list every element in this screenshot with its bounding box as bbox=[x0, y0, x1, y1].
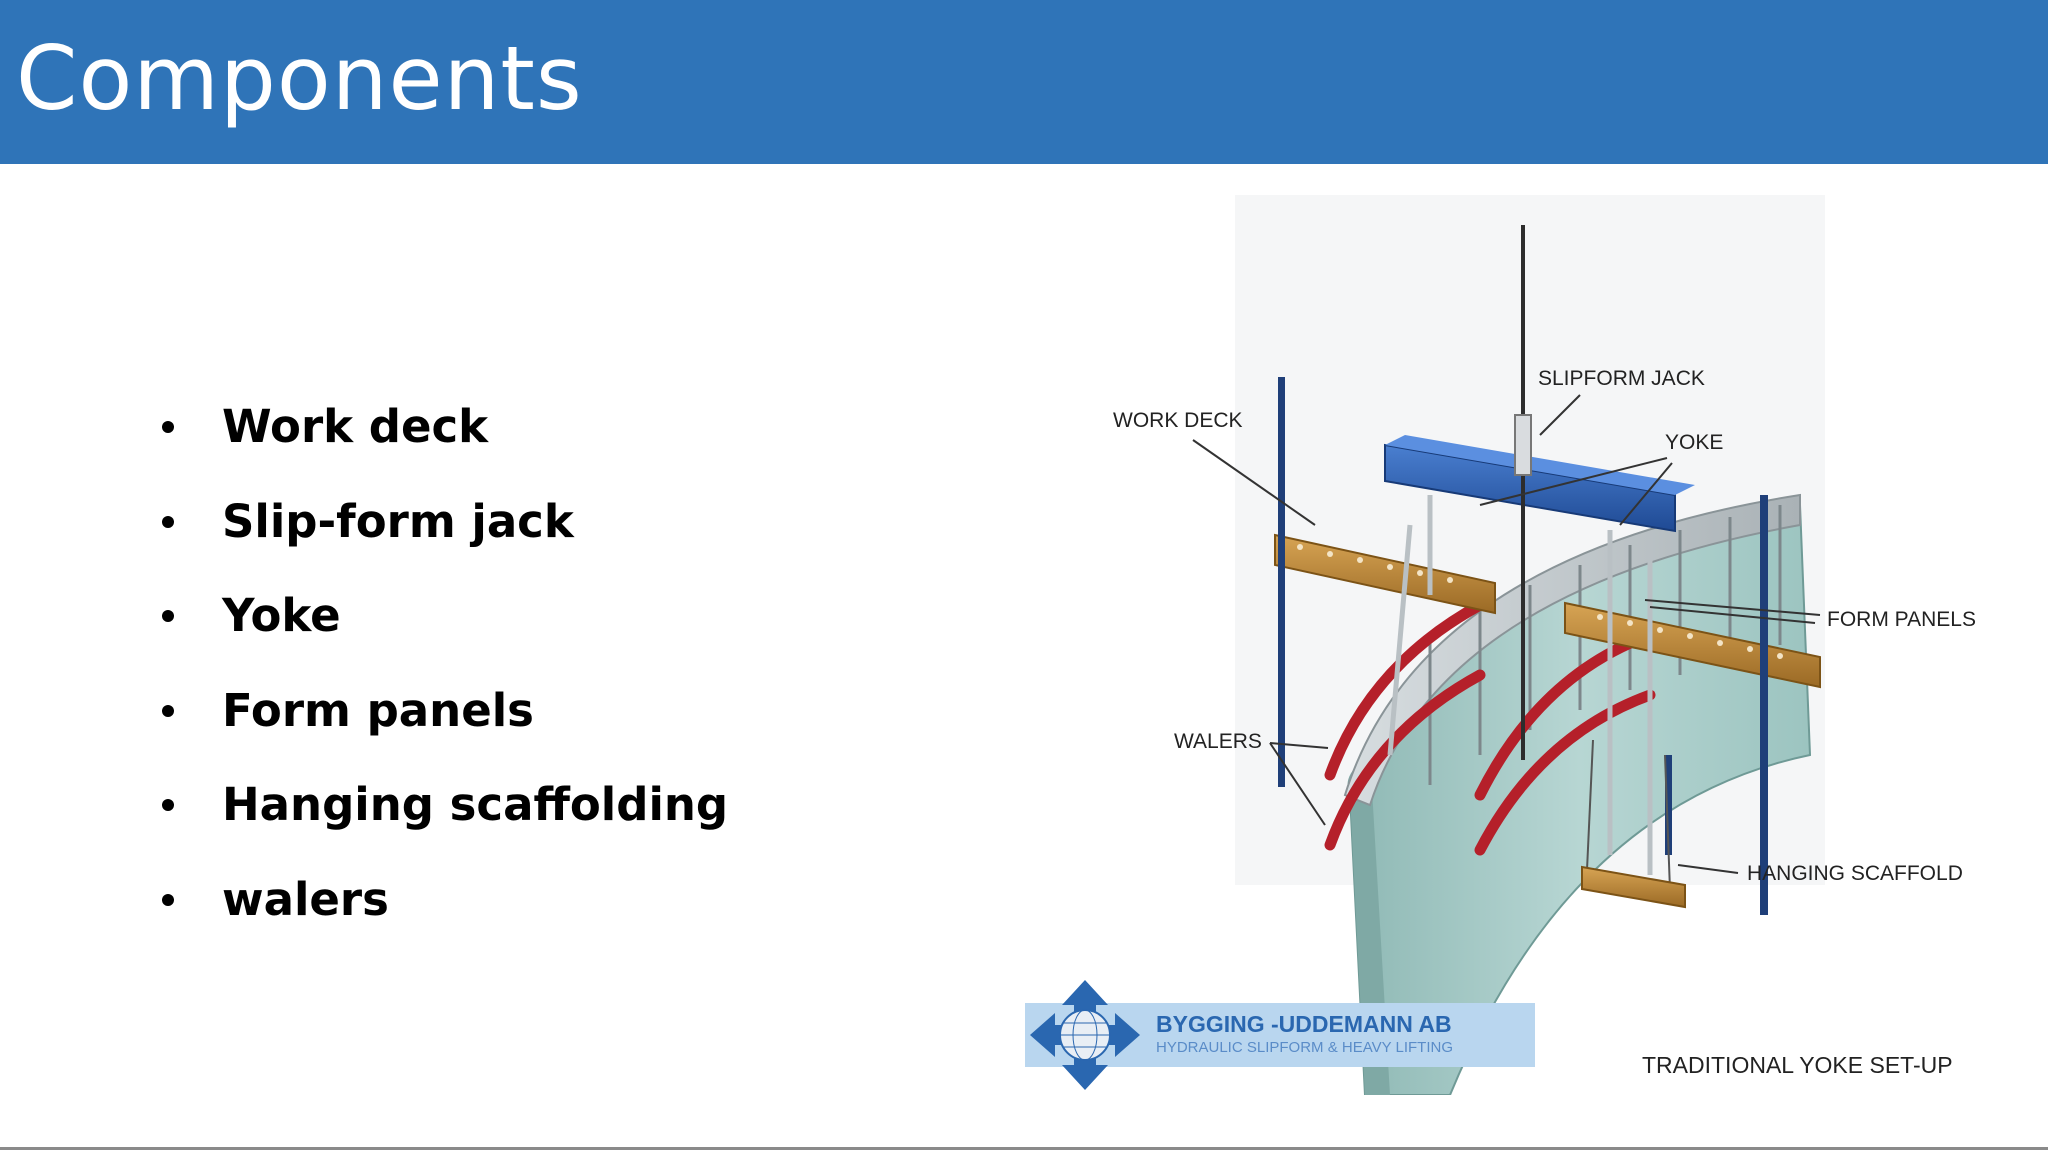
diagram-caption: TRADITIONAL YOKE SET-UP bbox=[1642, 1052, 1953, 1078]
logo-globe-lines bbox=[1060, 1009, 1110, 1061]
bullet-text: Slip-form jack bbox=[222, 494, 574, 548]
label-work-deck: WORK DECK bbox=[1113, 409, 1243, 432]
label-walers: WALERS bbox=[1174, 730, 1262, 753]
bullet-item: Slip-form jack bbox=[150, 475, 728, 570]
bullet-dot-icon bbox=[162, 893, 174, 906]
bullet-text: Yoke bbox=[222, 589, 341, 642]
slide-title: Components bbox=[16, 27, 583, 130]
bullet-dot-icon bbox=[162, 515, 174, 528]
bullet-text: Work deck bbox=[222, 400, 489, 453]
bullet-item: Yoke bbox=[150, 569, 728, 664]
footer-divider bbox=[0, 1147, 2048, 1150]
yoke-beam-top bbox=[1385, 435, 1695, 495]
post-left bbox=[1278, 377, 1285, 787]
yoke-beam bbox=[1384, 443, 1676, 533]
slipform-jack bbox=[1514, 414, 1532, 476]
bullet-dot-icon bbox=[162, 421, 174, 433]
diagram-labels: WORK DECK SLIPFORM JACK YOKE FORM PANELS… bbox=[1113, 367, 1976, 1078]
bullet-dot-icon bbox=[162, 704, 174, 717]
label-slipform-jack: SLIPFORM JACK bbox=[1538, 367, 1705, 390]
bullet-item: Form panels bbox=[150, 664, 728, 759]
hanging-scaffold bbox=[1581, 739, 1686, 909]
bullet-item: Work deck bbox=[150, 380, 728, 475]
slipform-illustration: WORK DECK SLIPFORM JACK YOKE FORM PANELS… bbox=[1025, 195, 1976, 1096]
form-panels bbox=[1343, 493, 1801, 807]
bullet-text: walers bbox=[222, 872, 389, 926]
label-hanging-scaffold: HANGING SCAFFOLD bbox=[1747, 862, 1963, 885]
company-logo: BYGGING -UDDEMANN AB HYDRAULIC SLIPFORM … bbox=[1025, 980, 1535, 1090]
leader-lines bbox=[1192, 394, 1821, 874]
logo-tagline: HYDRAULIC SLIPFORM & HEAVY LIFTING bbox=[1156, 1039, 1453, 1056]
logo-arrows-icon bbox=[1030, 980, 1140, 1090]
logo-name: BYGGING -UDDEMANN AB bbox=[1156, 1011, 1452, 1037]
bullet-dot-icon bbox=[162, 799, 174, 811]
label-yoke: YOKE bbox=[1665, 431, 1723, 454]
scaffold-post bbox=[1665, 755, 1672, 855]
deck-bolts bbox=[1297, 544, 1783, 659]
bullet-dot-icon bbox=[162, 610, 174, 622]
bullet-item: walers bbox=[150, 853, 728, 948]
bullet-list: Work deck Slip-form jack Yoke Form panel… bbox=[150, 380, 728, 947]
yoke-legs bbox=[1387, 495, 1653, 875]
bullet-item: Hanging scaffolding bbox=[150, 758, 728, 853]
slide-header: Components bbox=[0, 0, 2048, 164]
bullet-text: Hanging scaffolding bbox=[222, 778, 729, 831]
label-form-panels: FORM PANELS bbox=[1827, 608, 1976, 631]
post-right bbox=[1760, 495, 1768, 915]
bullet-text: Form panels bbox=[222, 683, 534, 737]
slipform-diagram: WORK DECK SLIPFORM JACK YOKE FORM PANELS… bbox=[1010, 195, 2020, 1096]
